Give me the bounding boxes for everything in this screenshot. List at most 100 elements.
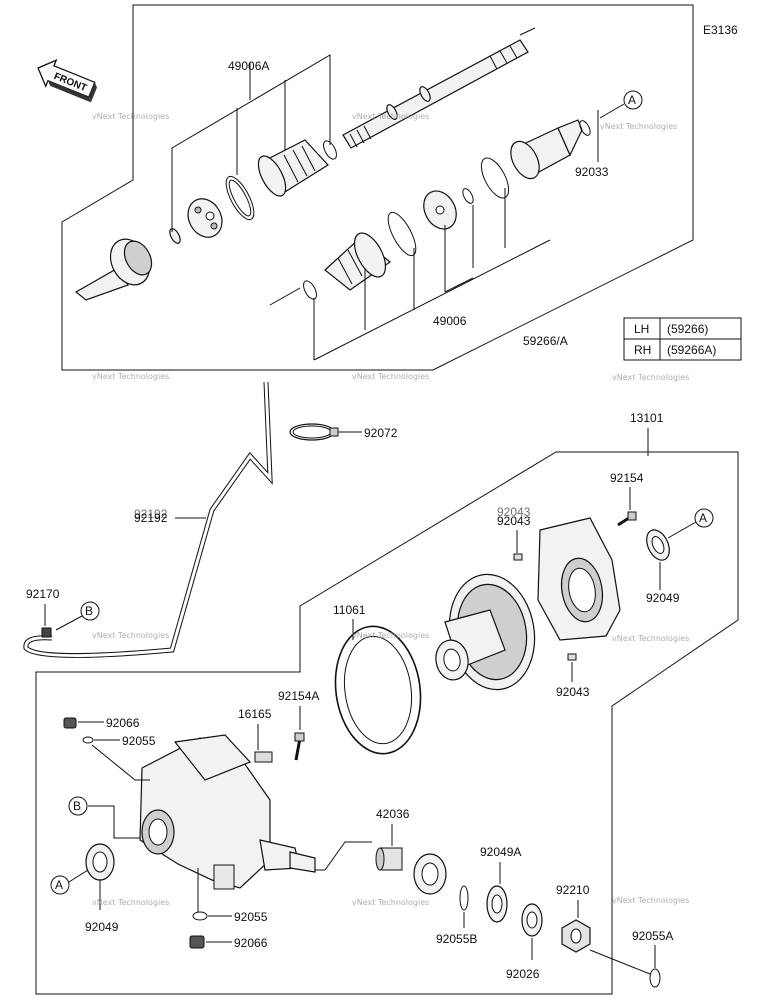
vent-cap	[63, 717, 77, 729]
table-lh-part: (59266)	[667, 322, 708, 336]
dowel-pin-bottom	[567, 653, 577, 661]
final-gear-case	[139, 734, 316, 890]
callout-b-case	[68, 796, 88, 816]
variant-table: LH (59266) RH (59266A)	[623, 317, 742, 361]
circlip-mid	[462, 188, 474, 204]
label-92170: 92170	[26, 587, 60, 601]
hose-clip	[41, 627, 52, 638]
callout-b-case-label: B	[73, 799, 81, 813]
watermark: vNext Technologies	[600, 122, 677, 131]
label-49006: 49006	[433, 314, 467, 328]
label-13101: 13101	[630, 411, 664, 425]
label-11061: 11061	[333, 603, 366, 617]
callout-b-hose	[80, 601, 100, 621]
final-gear-case-group-outline	[35, 451, 739, 995]
callout-a-shaft	[623, 90, 643, 110]
callout-a-case-label: A	[55, 878, 63, 892]
callout-a-cover	[694, 508, 714, 528]
label-59266A: 59266/A	[523, 334, 568, 348]
watermark: vNext Technologies	[92, 372, 169, 381]
watermark: vNext Technologies	[612, 896, 689, 905]
label-92049-left: 92049	[85, 920, 119, 934]
label-92192: 92192	[134, 511, 168, 525]
label-92033: 92033	[575, 165, 609, 179]
driveshaft-group-outline	[61, 4, 694, 371]
label-92026: 92026	[506, 967, 540, 981]
table-rh-part: (59266A)	[667, 343, 716, 357]
front-arrow-icon: FRONT	[37, 59, 97, 103]
outer-cv-joint	[74, 238, 153, 301]
watermark: vNext Technologies	[92, 631, 169, 640]
inner-cv-joint	[510, 119, 583, 180]
ring-gear-differential	[435, 573, 536, 691]
bolt-92154	[617, 511, 637, 527]
watermark: vNext Technologies	[352, 898, 429, 907]
label-92055-bottom: 92055	[234, 910, 268, 924]
case-cover	[537, 517, 621, 641]
label-92055B: 92055B	[436, 932, 477, 946]
o-ring-92055A	[649, 968, 661, 988]
table-lh-side: LH	[634, 322, 649, 336]
watermark: vNext Technologies	[352, 631, 429, 640]
label-92154: 92154	[610, 471, 644, 485]
watermark: vNext Technologies	[612, 373, 689, 382]
boot-band-small-left	[323, 140, 337, 160]
gasket	[334, 625, 422, 755]
boot-band-large-left	[225, 175, 255, 221]
label-92066-bottom: 92066	[234, 936, 268, 950]
drive-shaft	[342, 39, 529, 149]
breather-hose	[23, 381, 273, 659]
label-16165: 16165	[238, 707, 272, 721]
o-ring-bottom	[192, 911, 208, 921]
drain-plug	[189, 935, 205, 949]
oil-seal-left	[85, 843, 115, 881]
boot-band-small-right	[303, 280, 317, 300]
label-42036: 42036	[376, 807, 410, 821]
nut-92210	[561, 919, 591, 953]
dowel-pin-top	[513, 553, 523, 561]
watermark: vNext Technologies	[352, 372, 429, 381]
watermarks: vNext Technologies vNext Technologies vN…	[92, 112, 689, 907]
label-92210: 92210	[556, 883, 590, 897]
watermark: vNext Technologies	[92, 898, 169, 907]
label-92066-top: 92066	[106, 716, 140, 730]
washer-92026	[521, 903, 543, 937]
callout-b-hose-label: B	[85, 604, 93, 618]
label-92055A: 92055A	[632, 929, 673, 943]
label-49006A: 49006A	[228, 59, 269, 73]
oil-seal-92049A	[486, 885, 508, 923]
o-ring-92055B	[459, 885, 469, 911]
watermark: vNext Technologies	[612, 634, 689, 643]
label-92055-top: 92055	[122, 734, 156, 748]
diagram-code: E3136	[703, 23, 738, 37]
boot-band-large-right	[387, 211, 417, 257]
label-92043-top: 92043	[497, 514, 531, 528]
snap-ring-large	[480, 157, 510, 199]
label-92049A: 92049A	[480, 845, 521, 859]
label-92072: 92072	[364, 426, 398, 440]
hose-clamp	[289, 423, 339, 441]
inner-race-left	[187, 198, 223, 238]
callout-a-cover-label: A	[699, 511, 707, 525]
leader-lines-upper	[171, 27, 599, 361]
boot-right	[324, 232, 392, 291]
label-92049-right: 92049	[646, 591, 680, 605]
watermark: vNext Technologies	[92, 112, 169, 121]
bolt-92154A	[294, 732, 305, 761]
circlip-left	[169, 228, 181, 244]
callout-a-case	[50, 875, 70, 895]
bracket-16165	[254, 751, 273, 763]
boot-left	[257, 139, 329, 197]
o-ring-top	[82, 736, 94, 744]
inner-race-right	[423, 190, 457, 230]
collar-42036	[375, 847, 403, 871]
watermark: vNext Technologies	[352, 112, 429, 121]
label-92154A: 92154A	[278, 689, 319, 703]
label-92043-overlap: 92043	[497, 505, 531, 519]
circlip-right	[579, 120, 591, 136]
label-92192-overlap: 92192	[134, 507, 168, 521]
label-92043-bottom: 92043	[556, 685, 590, 699]
bearing	[413, 853, 447, 895]
callout-a-shaft-label: A	[628, 93, 636, 107]
